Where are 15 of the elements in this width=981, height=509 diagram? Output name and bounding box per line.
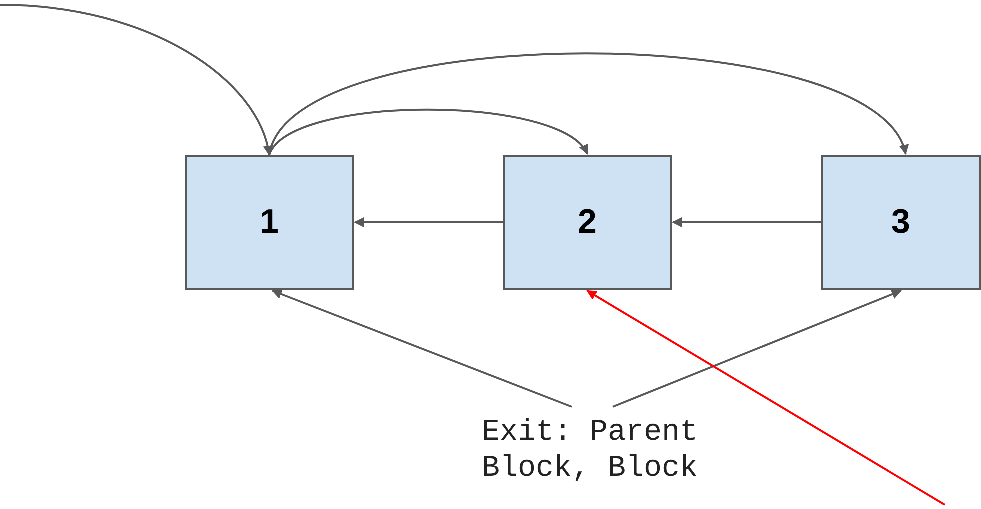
arrow xyxy=(272,290,572,408)
arrow xyxy=(672,218,821,228)
arrow xyxy=(612,290,902,408)
process-box xyxy=(185,155,354,290)
arrow xyxy=(586,290,946,506)
node-number: 1 xyxy=(260,203,279,242)
arrow xyxy=(354,218,503,228)
node-number: 2 xyxy=(578,203,597,242)
process-box xyxy=(503,155,672,290)
node-number: 3 xyxy=(892,203,910,242)
arrow xyxy=(268,52,907,156)
arrow xyxy=(268,108,588,156)
arrow xyxy=(0,4,272,156)
exit-label: Exit: Parent Block, Block xyxy=(480,415,700,487)
process-box xyxy=(821,155,981,290)
